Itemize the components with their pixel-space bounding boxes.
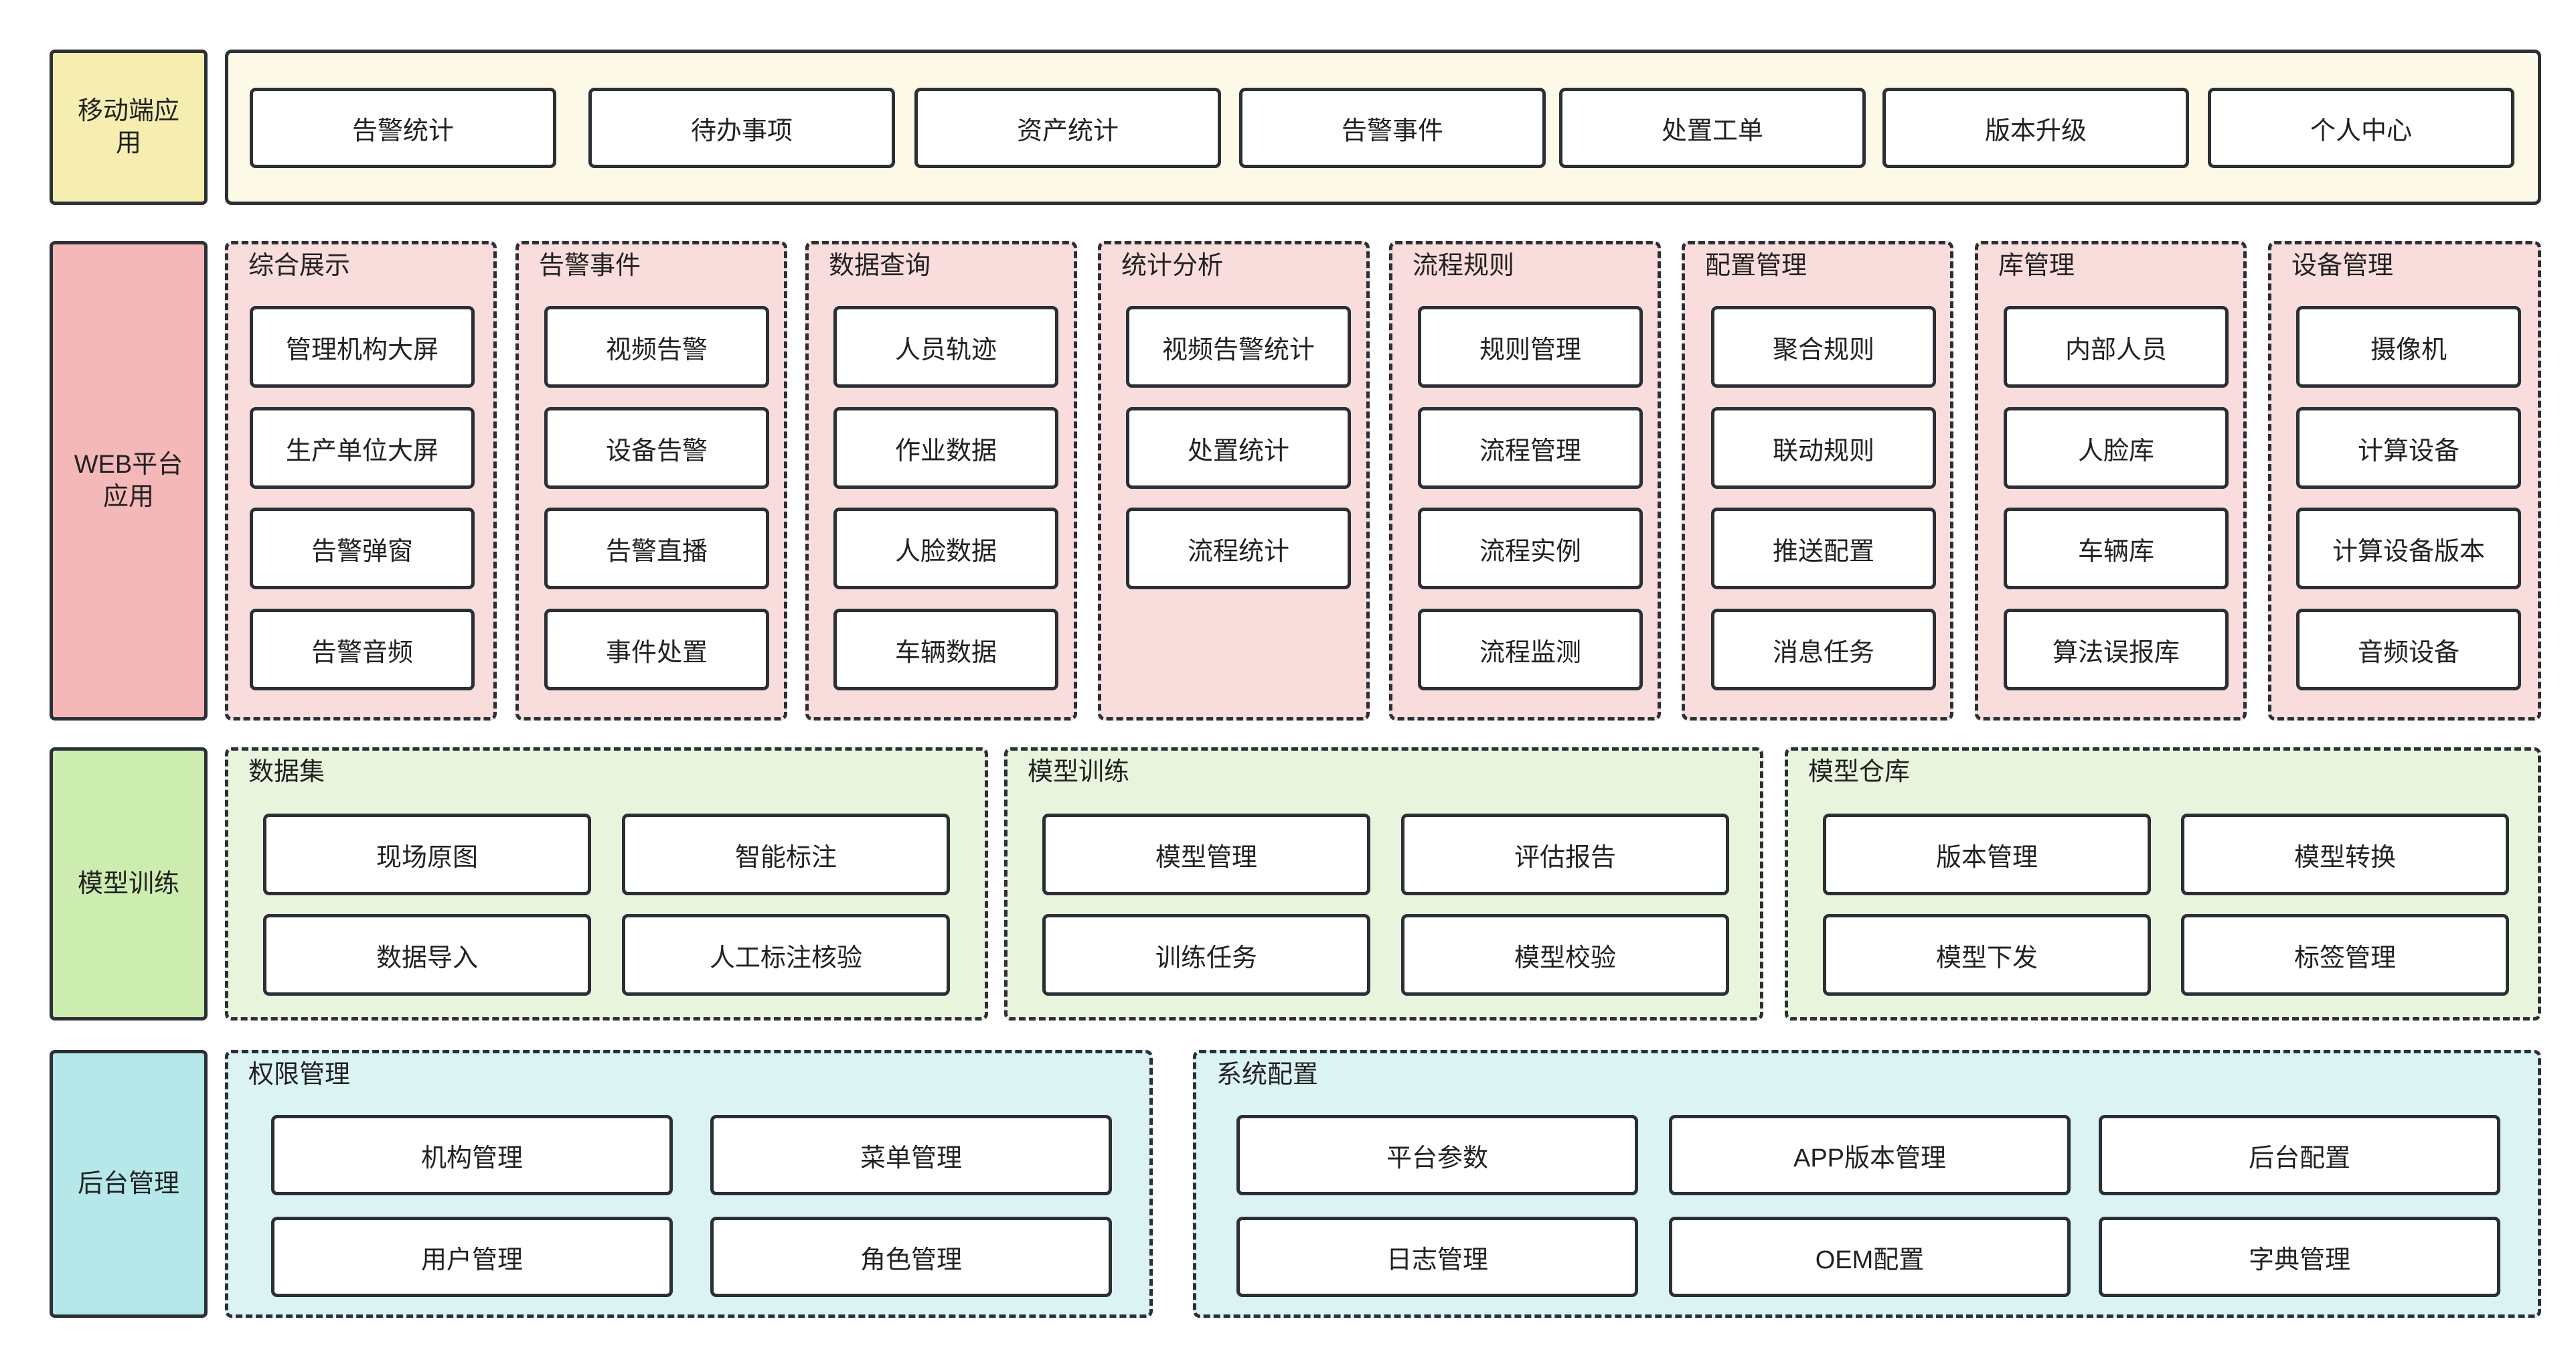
item-alarm-audio[interactable]: 告警音频 — [250, 609, 475, 690]
item-linkage-rules[interactable]: 联动规则 — [1711, 407, 1936, 489]
item-version-management[interactable]: 版本管理 — [1823, 814, 2151, 895]
item-operation-data[interactable]: 作业数据 — [833, 407, 1058, 489]
item-evaluation-report[interactable]: 评估报告 — [1401, 814, 1729, 895]
item-process-monitoring[interactable]: 流程监测 — [1418, 609, 1643, 690]
item-vehicle-library[interactable]: 车辆库 — [2004, 508, 2229, 589]
item-process-instances[interactable]: 流程实例 — [1418, 508, 1643, 589]
item-device-alarm[interactable]: 设备告警 — [544, 407, 769, 489]
item-asset-statistics[interactable]: 资产统计 — [914, 88, 1221, 168]
item-audio-device[interactable]: 音频设备 — [2296, 609, 2521, 690]
item-admin-screen[interactable]: 管理机构大屏 — [250, 306, 475, 388]
group-title: 告警事件 — [539, 252, 641, 280]
group-statistics: 统计分析 视频告警统计 处置统计 流程统计 — [1098, 241, 1370, 721]
group-dashboard: 综合展示 管理机构大屏 生产单位大屏 告警弹窗 告警音频 — [225, 241, 497, 721]
item-alarm-statistics[interactable]: 告警统计 — [250, 88, 556, 168]
item-face-library[interactable]: 人脸库 — [2004, 407, 2229, 489]
group-title: 权限管理 — [248, 1061, 351, 1089]
item-personal-center[interactable]: 个人中心 — [2208, 88, 2514, 168]
item-event-handling[interactable]: 事件处置 — [544, 609, 769, 690]
item-computing-device[interactable]: 计算设备 — [2296, 407, 2521, 489]
item-oem-config[interactable]: OEM配置 — [1669, 1217, 2071, 1297]
group-title: 模型训练 — [1028, 758, 1130, 786]
item-platform-params[interactable]: 平台参数 — [1236, 1115, 1638, 1195]
item-backend-config[interactable]: 后台配置 — [2099, 1115, 2500, 1195]
group-process-rules: 流程规则 规则管理 流程管理 流程实例 流程监测 — [1389, 241, 1661, 721]
group-title: 综合展示 — [248, 252, 351, 280]
item-model-management[interactable]: 模型管理 — [1042, 814, 1370, 895]
item-internal-personnel[interactable]: 内部人员 — [2004, 306, 2229, 388]
group-config-management: 配置管理 聚合规则 联动规则 推送配置 消息任务 — [1682, 241, 1953, 721]
row-label-mobile: 移动端应用 — [50, 50, 208, 205]
group-model-repository: 模型仓库 版本管理 模型转换 模型下发 标签管理 — [1785, 747, 2541, 1021]
item-rule-management[interactable]: 规则管理 — [1418, 306, 1643, 388]
group-title: 数据查询 — [829, 252, 931, 280]
item-app-version-management[interactable]: APP版本管理 — [1669, 1115, 2071, 1195]
item-handling-statistics[interactable]: 处置统计 — [1126, 407, 1351, 489]
item-model-conversion[interactable]: 模型转换 — [2181, 814, 2509, 895]
item-dictionary-management[interactable]: 字典管理 — [2099, 1217, 2500, 1297]
item-data-import[interactable]: 数据导入 — [263, 914, 591, 996]
item-face-data[interactable]: 人脸数据 — [833, 508, 1058, 589]
item-model-distribution[interactable]: 模型下发 — [1823, 914, 2151, 996]
group-title: 设备管理 — [2291, 252, 2394, 280]
group-data-query: 数据查询 人员轨迹 作业数据 人脸数据 车辆数据 — [805, 241, 1077, 721]
item-log-management[interactable]: 日志管理 — [1236, 1217, 1638, 1297]
group-device-management: 设备管理 摄像机 计算设备 计算设备版本 音频设备 — [2268, 241, 2541, 721]
group-system-config: 系统配置 平台参数 APP版本管理 后台配置 日志管理 OEM配置 字典管理 — [1193, 1050, 2541, 1318]
item-message-tasks[interactable]: 消息任务 — [1711, 609, 1936, 690]
item-camera[interactable]: 摄像机 — [2296, 306, 2521, 388]
item-org-management[interactable]: 机构管理 — [271, 1115, 673, 1195]
group-title: 配置管理 — [1705, 252, 1807, 280]
group-title: 统计分析 — [1121, 252, 1224, 280]
row-label-web: WEB平台应用 — [50, 241, 208, 721]
item-manual-annotation-check[interactable]: 人工标注核验 — [622, 914, 950, 996]
item-training-tasks[interactable]: 训练任务 — [1042, 914, 1370, 996]
item-version-upgrade[interactable]: 版本升级 — [1882, 88, 2189, 168]
group-title: 数据集 — [248, 758, 325, 786]
group-title: 系统配置 — [1216, 1061, 1319, 1089]
group-title: 模型仓库 — [1808, 758, 1911, 786]
group-permission-management: 权限管理 机构管理 菜单管理 用户管理 角色管理 — [225, 1050, 1153, 1318]
item-work-orders[interactable]: 处置工单 — [1559, 88, 1866, 168]
item-site-raw-images[interactable]: 现场原图 — [263, 814, 591, 895]
item-menu-management[interactable]: 菜单管理 — [710, 1115, 1112, 1195]
item-process-management[interactable]: 流程管理 — [1418, 407, 1643, 489]
group-model-training: 模型训练 模型管理 评估报告 训练任务 模型校验 — [1004, 747, 1763, 1021]
item-alarm-popup[interactable]: 告警弹窗 — [250, 508, 475, 589]
item-process-statistics[interactable]: 流程统计 — [1126, 508, 1351, 589]
group-dataset: 数据集 现场原图 智能标注 数据导入 人工标注核验 — [225, 747, 988, 1021]
row-label-model-training: 模型训练 — [50, 747, 208, 1021]
item-todo[interactable]: 待办事项 — [588, 88, 895, 168]
item-user-management[interactable]: 用户管理 — [271, 1217, 673, 1297]
item-video-alarm-statistics[interactable]: 视频告警统计 — [1126, 306, 1351, 388]
item-vehicle-data[interactable]: 车辆数据 — [833, 609, 1058, 690]
item-false-alarm-library[interactable]: 算法误报库 — [2004, 609, 2229, 690]
item-alarm-live[interactable]: 告警直播 — [544, 508, 769, 589]
group-library-management: 库管理 内部人员 人脸库 车辆库 算法误报库 — [1975, 241, 2247, 721]
item-production-screen[interactable]: 生产单位大屏 — [250, 407, 475, 489]
item-aggregation-rules[interactable]: 聚合规则 — [1711, 306, 1936, 388]
row-label-backend: 后台管理 — [50, 1050, 208, 1318]
group-title: 库管理 — [1998, 252, 2075, 280]
item-push-config[interactable]: 推送配置 — [1711, 508, 1936, 589]
group-title: 流程规则 — [1413, 252, 1515, 280]
mobile-app-panel: 告警统计 待办事项 资产统计 告警事件 处置工单 版本升级 个人中心 — [225, 50, 2541, 205]
group-alarm-events: 告警事件 视频告警 设备告警 告警直播 事件处置 — [515, 241, 787, 721]
item-model-validation[interactable]: 模型校验 — [1401, 914, 1729, 996]
item-alarm-events[interactable]: 告警事件 — [1239, 88, 1546, 168]
item-role-management[interactable]: 角色管理 — [710, 1217, 1112, 1297]
item-label-management[interactable]: 标签管理 — [2181, 914, 2509, 996]
item-person-trajectory[interactable]: 人员轨迹 — [833, 306, 1058, 388]
item-smart-annotation[interactable]: 智能标注 — [622, 814, 950, 895]
item-video-alarm[interactable]: 视频告警 — [544, 306, 769, 388]
item-computing-device-version[interactable]: 计算设备版本 — [2296, 508, 2521, 589]
